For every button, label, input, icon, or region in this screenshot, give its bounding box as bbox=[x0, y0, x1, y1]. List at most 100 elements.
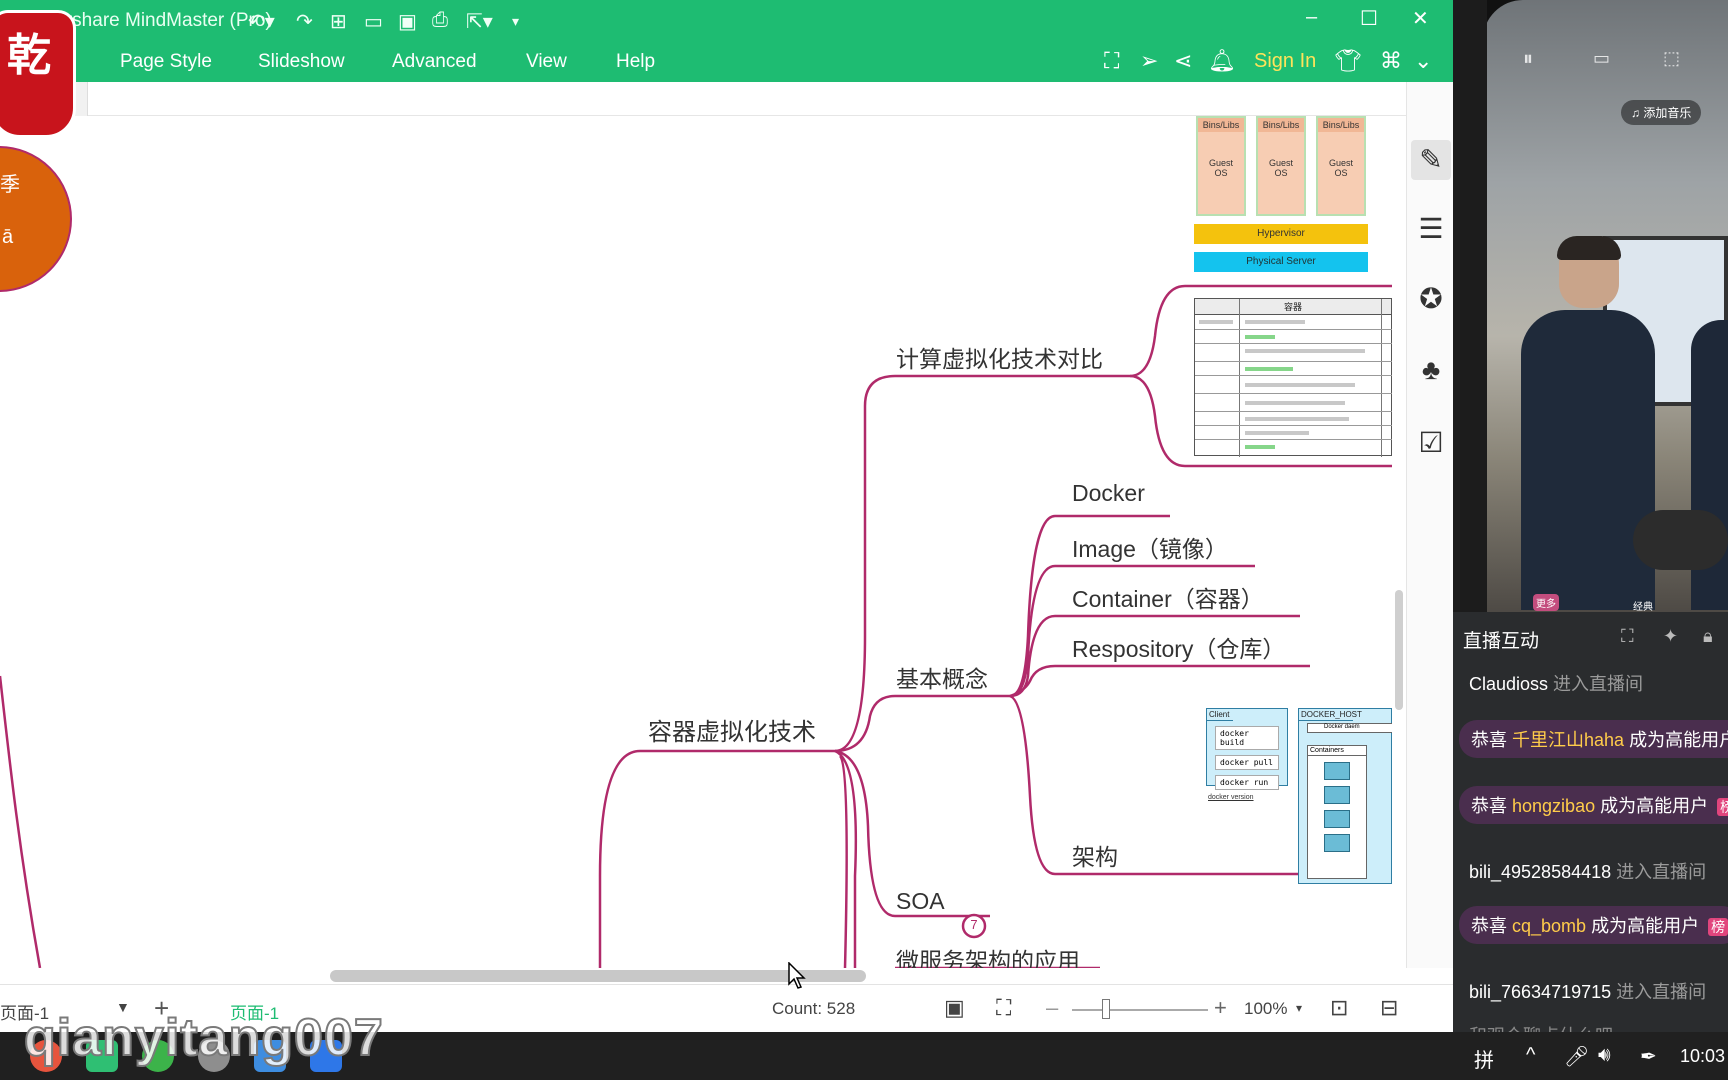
clover-icon[interactable]: ♣ bbox=[1421, 354, 1441, 385]
taskbar-app-tool-icon[interactable] bbox=[254, 1040, 286, 1072]
chat-message-congrats: 恭喜 hongzibao 成为高能用户 榜 bbox=[1459, 786, 1728, 824]
ime-indicator[interactable]: 拼 bbox=[1474, 1050, 1494, 1072]
microphone-icon[interactable]: 🎤︎ bbox=[1564, 1046, 1590, 1068]
zoom-level[interactable]: 100% bbox=[1244, 999, 1288, 1018]
export-icon[interactable]: ⇱▾ bbox=[466, 11, 493, 33]
title-bar: Wondershare MindMaster (Pro) ↶▾ ↷ ⊞ ▭ ▣ … bbox=[0, 0, 1453, 42]
open-folder-icon[interactable]: ▭ bbox=[364, 11, 383, 33]
redo-icon[interactable]: ↷ bbox=[296, 11, 313, 33]
save-icon[interactable]: ▣ bbox=[398, 11, 417, 33]
vm-col-3: Bins/Libs Guest OS bbox=[1316, 116, 1366, 216]
notification-bell-icon[interactable]: 🔔︎ bbox=[1208, 48, 1236, 73]
node-docker[interactable]: Docker bbox=[1072, 480, 1145, 506]
connector-repository bbox=[1009, 664, 1310, 698]
menu-slideshow[interactable]: Slideshow bbox=[258, 51, 345, 72]
new-file-icon[interactable]: ⊞ bbox=[330, 11, 347, 33]
chat-input-hint[interactable]: 和观众聊点什么吧 bbox=[1469, 1022, 1613, 1032]
soa-collapse-badge bbox=[961, 913, 987, 939]
fullscreen-icon[interactable]: ⛶ bbox=[1104, 48, 1120, 73]
volume-icon[interactable]: 🔊︎ bbox=[1598, 1044, 1611, 1066]
taskbar-app-mindmaster-icon[interactable] bbox=[86, 1040, 118, 1072]
taskbar-app-cloud-icon[interactable] bbox=[310, 1040, 342, 1072]
chat-message: bili_49528584418 进入直播间 bbox=[1469, 862, 1707, 882]
close-icon[interactable]: ✕ bbox=[1412, 8, 1429, 30]
bins-label: Bins/Libs bbox=[1198, 118, 1244, 132]
maximize-icon[interactable]: ☐ bbox=[1360, 8, 1378, 30]
zoom-in-icon[interactable]: + bbox=[1214, 995, 1227, 1020]
equipment bbox=[1633, 510, 1728, 570]
zoom-dropdown-icon[interactable]: ▾ bbox=[1296, 1001, 1303, 1015]
zoom-slider-thumb[interactable] bbox=[1102, 999, 1110, 1019]
menu-view[interactable]: View bbox=[526, 51, 567, 72]
live-video-feed: ⏸ ▭ ⬚ ♫ 添加音乐 更多 经典 bbox=[1483, 0, 1728, 612]
page-select-dropdown-icon[interactable]: ▼ bbox=[116, 999, 130, 1015]
star-badge-icon[interactable]: ✪ bbox=[1419, 283, 1443, 314]
node-microservices[interactable]: 微服务架构的应用 bbox=[896, 948, 1080, 968]
add-page-icon[interactable]: + bbox=[154, 993, 170, 1023]
comparison-table-image: 容器 bbox=[1194, 298, 1392, 457]
ribbon-area: ⊣ bbox=[0, 82, 1453, 116]
menu-advanced[interactable]: Advanced bbox=[392, 51, 477, 72]
undo-icon[interactable]: ↶▾ bbox=[248, 11, 275, 33]
pause-icon[interactable]: ⏸ bbox=[1523, 48, 1533, 70]
menu-help[interactable]: Help bbox=[616, 51, 656, 72]
node-soa[interactable]: SOA bbox=[896, 888, 945, 914]
format-brush-icon[interactable]: ✎ bbox=[1411, 140, 1451, 180]
taskbar-app-avatar-icon[interactable] bbox=[198, 1040, 230, 1072]
status-bar: 页面-1 ▼ + 页面-1 Count: 528 ▣ ⛶ – + 100% ▾ … bbox=[0, 984, 1453, 1032]
pen-icon[interactable]: ✒ bbox=[1640, 1046, 1657, 1068]
collapse-ribbon-icon[interactable]: ⌄ bbox=[1414, 48, 1433, 73]
person-hair bbox=[1557, 236, 1621, 260]
task-calendar-icon[interactable]: ☑ bbox=[1418, 427, 1444, 458]
fullscreen-view-icon[interactable]: ⛶ bbox=[996, 995, 1012, 1020]
print-icon[interactable]: ⎙ bbox=[432, 9, 448, 31]
page-tab[interactable]: 页面-1 bbox=[230, 1004, 280, 1023]
node-root[interactable]: 容器虚拟化技术 bbox=[648, 719, 816, 746]
guest-os-label: Guest OS bbox=[1208, 158, 1233, 178]
add-music-button[interactable]: ♫ 添加音乐 bbox=[1621, 100, 1702, 125]
horizontal-scrollbar[interactable] bbox=[330, 970, 866, 982]
center-view-icon[interactable]: ⊡ bbox=[1330, 995, 1349, 1020]
taskbar-app-wechat-icon[interactable] bbox=[142, 1040, 174, 1072]
chat-lock-icon[interactable]: 🔒︎ bbox=[1703, 626, 1713, 646]
customize-toolbar-icon[interactable]: ▾ bbox=[512, 13, 520, 29]
minimize-icon[interactable]: – bbox=[1306, 6, 1318, 28]
apps-grid-icon[interactable]: ⌘ bbox=[1380, 48, 1402, 73]
mindmap-canvas[interactable]: 容器虚拟化技术 计算虚拟化技术对比 基本概念 Docker Image（镜像） … bbox=[0, 116, 1392, 968]
taskbar-app-browser-icon[interactable] bbox=[30, 1040, 62, 1072]
menu-page-style[interactable]: Page Style bbox=[120, 51, 212, 72]
vertical-scrollbar[interactable] bbox=[1395, 590, 1403, 710]
node-container[interactable]: Container（容器） bbox=[1072, 586, 1264, 612]
client-box: Client docker build docker pull docker r… bbox=[1206, 708, 1288, 790]
more-badge[interactable]: 更多 bbox=[1533, 594, 1559, 611]
fit-page-icon[interactable]: ▣ bbox=[944, 995, 965, 1020]
theme-shirt-icon[interactable]: 👕︎ bbox=[1334, 48, 1362, 73]
share-icon[interactable]: ⋖ bbox=[1174, 48, 1193, 73]
outline-list-icon[interactable]: ☰ bbox=[1418, 213, 1444, 244]
zoom-out-icon[interactable]: – bbox=[1046, 995, 1059, 1020]
crop-icon[interactable]: ⬚ bbox=[1663, 48, 1681, 68]
collapse-panel-icon[interactable]: ⊟ bbox=[1380, 995, 1399, 1020]
node-repository[interactable]: Respository（仓库） bbox=[1072, 636, 1286, 662]
connector-container bbox=[1009, 614, 1300, 698]
chat-expand-icon[interactable]: ⛶ bbox=[1621, 626, 1634, 646]
classic-filter-label[interactable]: 经典 bbox=[1633, 602, 1653, 612]
soa-badge-count[interactable]: 7 bbox=[970, 917, 978, 932]
bins-label: Bins/Libs bbox=[1258, 118, 1304, 132]
node-image[interactable]: Image（镜像） bbox=[1072, 536, 1228, 562]
chat-settings-icon[interactable]: ✦ bbox=[1663, 626, 1679, 646]
tray-expand-icon[interactable]: ^ bbox=[1526, 1044, 1536, 1066]
page-select[interactable]: 页面-1 bbox=[0, 1004, 50, 1023]
sign-in-link[interactable]: Sign In bbox=[1254, 50, 1317, 72]
vm-col-1: Bins/Libs Guest OS bbox=[1196, 116, 1246, 216]
send-icon[interactable]: ➢ bbox=[1140, 48, 1159, 73]
node-compare[interactable]: 计算虚拟化技术对比 bbox=[896, 346, 1103, 372]
fullscreen-toggle-icon[interactable]: ▭ bbox=[1593, 48, 1611, 68]
menu-bar: Page Style Slideshow Advanced View Help … bbox=[0, 42, 1453, 82]
node-concepts[interactable]: 基本概念 bbox=[896, 666, 988, 692]
sticker-overlay: 乾 bbox=[0, 10, 76, 140]
add-music-label: 添加音乐 bbox=[1643, 106, 1692, 120]
node-architecture[interactable]: 架构 bbox=[1072, 844, 1118, 870]
zoom-slider-track[interactable] bbox=[1072, 1009, 1208, 1011]
